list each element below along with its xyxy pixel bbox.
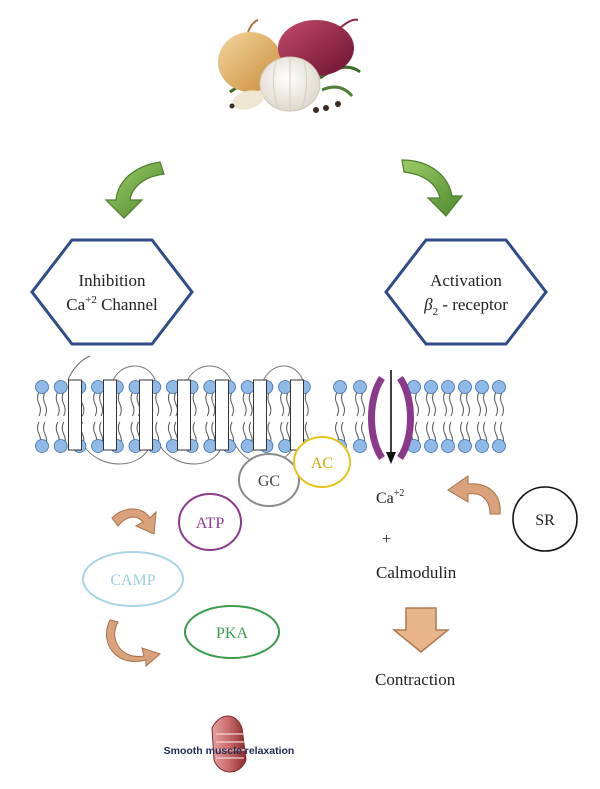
onion-garlic-illustration [218, 18, 361, 113]
orange-arrow-top-left-icon [111, 508, 157, 535]
smooth-muscle-icon [211, 715, 247, 773]
camp-label: CAMP [110, 572, 155, 589]
sr-node [512, 486, 578, 552]
transmembrane-helix [253, 379, 267, 451]
transmembrane-helix [139, 379, 153, 451]
calcium-influx-arrowhead-icon [386, 452, 396, 464]
activation-hexagon [384, 238, 548, 346]
calcium-ion-label: Ca+2 [376, 488, 404, 507]
calcium-channel-right-wall [397, 375, 414, 461]
lipid-molecule [458, 380, 472, 453]
cell-membrane [35, 355, 506, 465]
calcium-channel-left-wall [368, 375, 385, 461]
orange-arrow-bottom-left-icon [105, 619, 161, 668]
transmembrane-helix [103, 379, 117, 451]
transmembrane-helix [68, 379, 82, 451]
beta2-receptor-label: β2 - receptor [423, 295, 508, 318]
lipid-molecule [165, 380, 180, 453]
atp-label: ATP [196, 515, 225, 532]
activation-label: Activation [430, 271, 502, 290]
lipid-molecule [441, 380, 455, 453]
pka-node [184, 605, 280, 659]
lipid-molecule [353, 380, 367, 453]
contraction-label: Contraction [375, 670, 456, 689]
lipid-molecule [278, 380, 293, 453]
transmembrane-helix [177, 379, 191, 451]
green-arrow-left-icon [104, 161, 165, 219]
lipid-molecule [91, 380, 105, 453]
transmembrane-helix [215, 379, 229, 451]
calmodulin-label: Calmodulin [376, 563, 457, 582]
smooth-muscle-relaxation-label: Smooth muscle relaxation [164, 745, 295, 757]
lipid-molecule [492, 380, 506, 453]
camp-node [82, 551, 184, 607]
green-arrow-right-icon [401, 159, 464, 217]
inhibition-label: Inhibition [78, 271, 146, 290]
lipid-molecule [128, 380, 143, 453]
lipid-molecule [35, 380, 49, 453]
ac-enzyme [293, 436, 351, 488]
ac-label: AC [311, 455, 333, 472]
gc-label: GC [258, 473, 280, 490]
gc-enzyme [238, 453, 300, 507]
atp-node [178, 493, 242, 551]
lipid-molecule [203, 380, 218, 453]
pka-label: PKA [216, 625, 248, 642]
lipid-molecule [240, 380, 255, 453]
transmembrane-helix [290, 379, 304, 451]
inhibition-hexagon [30, 238, 194, 346]
plus-label: + [382, 531, 391, 548]
down-arrow-icon [391, 607, 451, 653]
lipid-molecule [475, 380, 489, 453]
orange-arrow-sr-icon [447, 475, 501, 515]
calcium-channel-label: Ca+2 Channel [66, 294, 158, 314]
lipid-molecule [53, 380, 68, 453]
lipid-molecule [424, 380, 438, 453]
sr-label: SR [535, 512, 555, 529]
